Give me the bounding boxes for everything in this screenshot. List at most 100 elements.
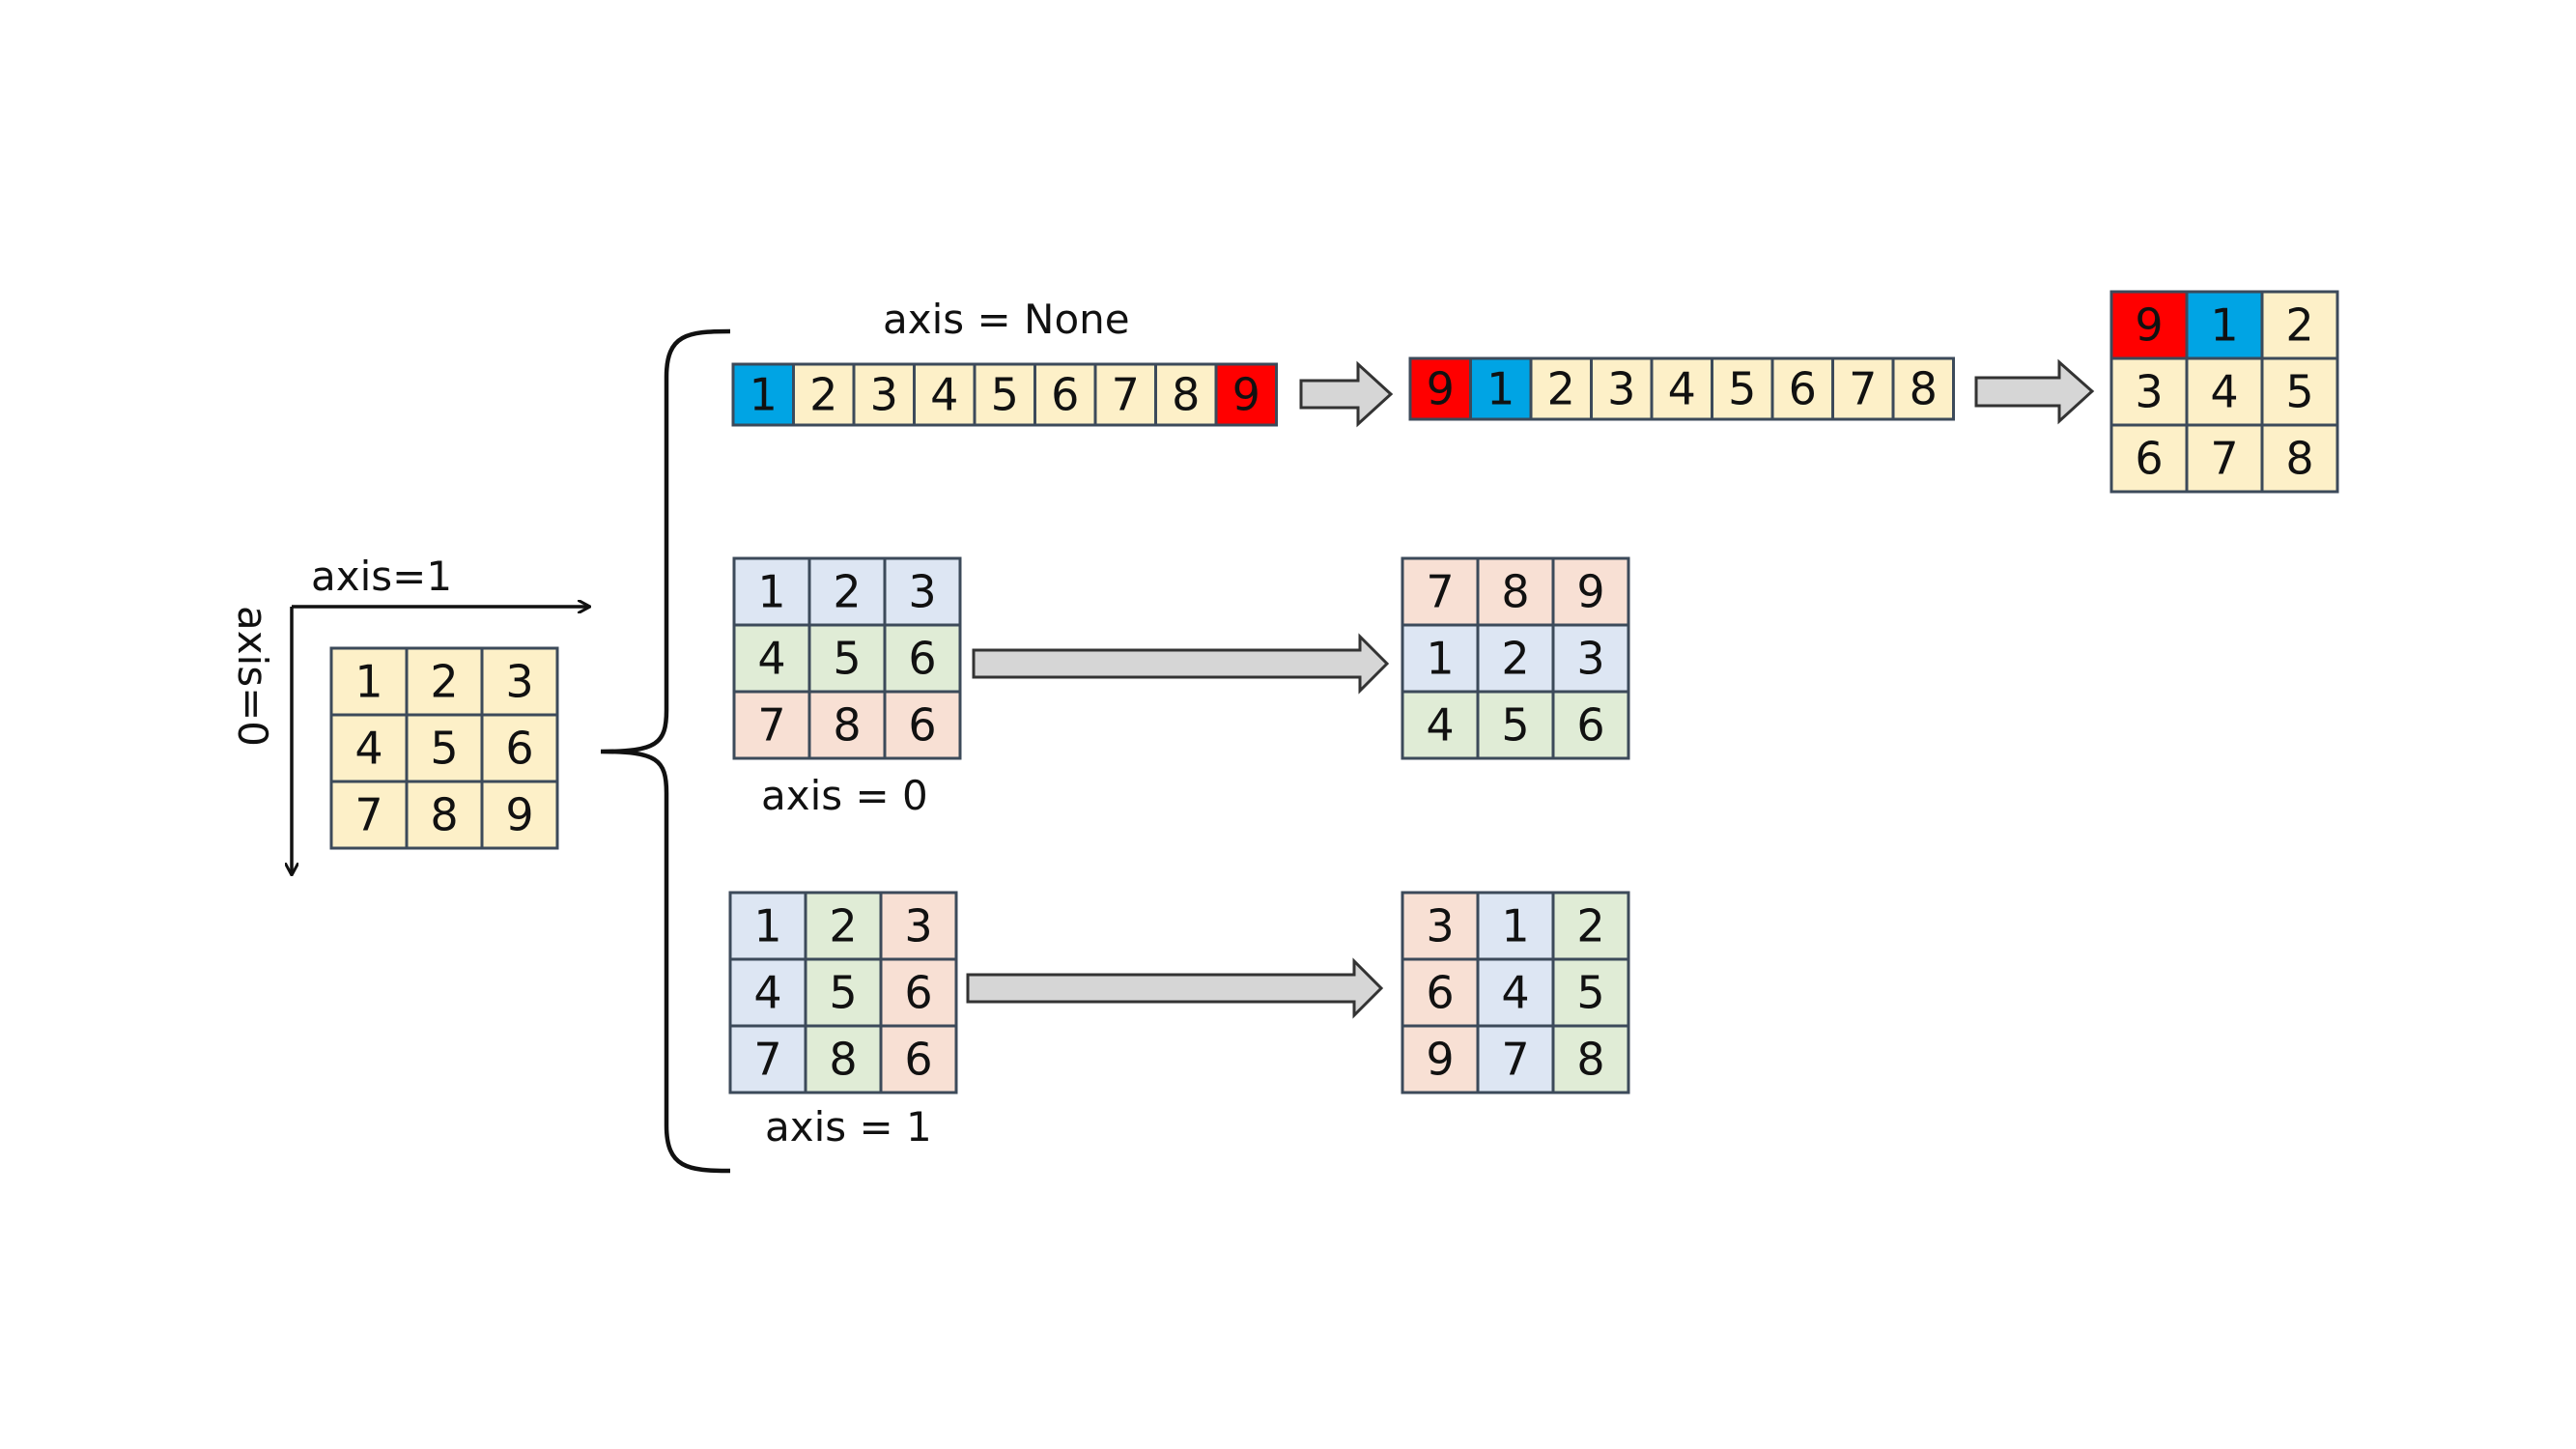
strip-cell-box: [731, 362, 795, 427]
grid-cell-value: 1: [1501, 900, 1529, 952]
grid-cell-box: [1551, 690, 1630, 760]
grid-cell-value: 2: [2285, 299, 2313, 352]
grid-cell-value: 1: [1426, 633, 1454, 685]
grid-cell-value: 6: [1576, 699, 1604, 752]
grid-cell-value: 2: [829, 900, 857, 952]
grid-cell-box: [879, 1024, 958, 1094]
label-axis-0: axis = 0: [761, 772, 928, 819]
grid-cell-box: [1551, 957, 1630, 1028]
grid-cell-box: [1551, 1024, 1630, 1094]
grid-cell-value: 9: [1426, 1034, 1454, 1086]
grid-cell-box: [1476, 957, 1555, 1028]
grid-cell-value: 9: [505, 789, 533, 841]
grid-cell-value: 2: [430, 656, 458, 708]
grid-cell-box: [1476, 556, 1555, 627]
strip-cell-value: 1: [1486, 363, 1514, 415]
strip-cell-box: [1154, 362, 1218, 427]
grid-cell-value: 7: [1426, 566, 1454, 618]
arrow-none-1: [1299, 360, 1394, 428]
grid-cell-box: [1476, 1024, 1555, 1094]
grid-cell-value: 1: [753, 900, 781, 952]
strip-cell-box: [1770, 356, 1834, 421]
grid-cell-value: 6: [904, 1034, 932, 1086]
grid-cell-value: 6: [2135, 433, 2163, 485]
grid-cell-value: 6: [908, 699, 936, 752]
grid-cell-value: 8: [430, 789, 458, 841]
grid-cell-value: 6: [908, 633, 936, 685]
grid-cell-box: [879, 891, 958, 961]
grid-cell-box: [807, 690, 887, 760]
strip-cell-value: 9: [1232, 369, 1260, 421]
grid-cell-value: 3: [908, 566, 936, 618]
grid-cell-value: 8: [833, 699, 861, 752]
strip-cell-box: [1711, 356, 1774, 421]
grid-cell-value: 4: [1426, 699, 1454, 752]
grid-cell-box: [480, 780, 559, 850]
strip-cell-box: [1650, 356, 1713, 421]
grid-cell-value: 3: [1426, 900, 1454, 952]
grid-cell-value: 6: [1426, 967, 1454, 1019]
grid-cell-value: 7: [2210, 433, 2238, 485]
strip-cell-value: 1: [750, 369, 778, 421]
strip-cell-value: 3: [870, 369, 898, 421]
grid-cell-value: 2: [833, 566, 861, 618]
strip-cell-box: [1033, 362, 1097, 427]
strip-cell-value: 9: [1427, 363, 1455, 415]
grid-cell-value: 4: [354, 723, 382, 775]
grid-cell-value: 4: [1501, 967, 1529, 1019]
strip-cell-box: [1214, 362, 1278, 427]
grid-cell-box: [807, 623, 887, 694]
strip-cell-value: 4: [1668, 363, 1696, 415]
grid-cell-value: 8: [829, 1034, 857, 1086]
label-axis-1: axis = 1: [765, 1103, 932, 1151]
grid-cell-box: [883, 623, 962, 694]
arrow-axis1: [966, 957, 1384, 1019]
grid-cell-value: 5: [2285, 366, 2313, 418]
grid-cell-value: 8: [1501, 566, 1529, 618]
strip-cell-value: 8: [1910, 363, 1938, 415]
strip-cell-box: [852, 362, 916, 427]
grid-cell-value: 1: [757, 566, 785, 618]
strip-cell-value: 3: [1607, 363, 1635, 415]
axis1-label: axis=1: [311, 553, 452, 600]
grid-cell-box: [2260, 423, 2339, 494]
grid-cell-value: 1: [354, 656, 382, 708]
strip-cell-value: 5: [1728, 363, 1756, 415]
grid-cell-box: [2260, 356, 2339, 427]
grid-cell-value: 4: [2210, 366, 2238, 418]
grid-cell-box: [1476, 690, 1555, 760]
grid-cell-value: 5: [833, 633, 861, 685]
strip-cell-value: 7: [1112, 369, 1140, 421]
grid-cell-value: 6: [904, 967, 932, 1019]
grid-cell-value: 7: [354, 789, 382, 841]
grid-cell-value: 9: [1576, 566, 1604, 618]
grid-cell-box: [1476, 891, 1555, 961]
arrow-axis0: [972, 633, 1390, 695]
grid-cell-box: [1401, 891, 1480, 961]
grid-cell-box: [2109, 423, 2189, 494]
grid-cell-box: [728, 891, 807, 961]
grid-cell-value: 2: [1576, 900, 1604, 952]
grid-cell-value: 4: [753, 967, 781, 1019]
grid-cell-box: [480, 713, 559, 783]
strip-cell-box: [913, 362, 977, 427]
grid-cell-value: 8: [1576, 1034, 1604, 1086]
strip-cell-value: 2: [809, 369, 837, 421]
strip-cell-value: 6: [1789, 363, 1817, 415]
grid-cell-value: 5: [829, 967, 857, 1019]
grid-cell-value: 3: [2135, 366, 2163, 418]
grid-cell-value: 3: [505, 656, 533, 708]
grid-cell-value: 2: [1501, 633, 1529, 685]
grid-cell-box: [1401, 1024, 1480, 1094]
grid-cell-value: 6: [505, 723, 533, 775]
strip-cell-value: 5: [991, 369, 1019, 421]
curly-brace: [600, 328, 731, 1174]
strip-cell-value: 2: [1547, 363, 1575, 415]
